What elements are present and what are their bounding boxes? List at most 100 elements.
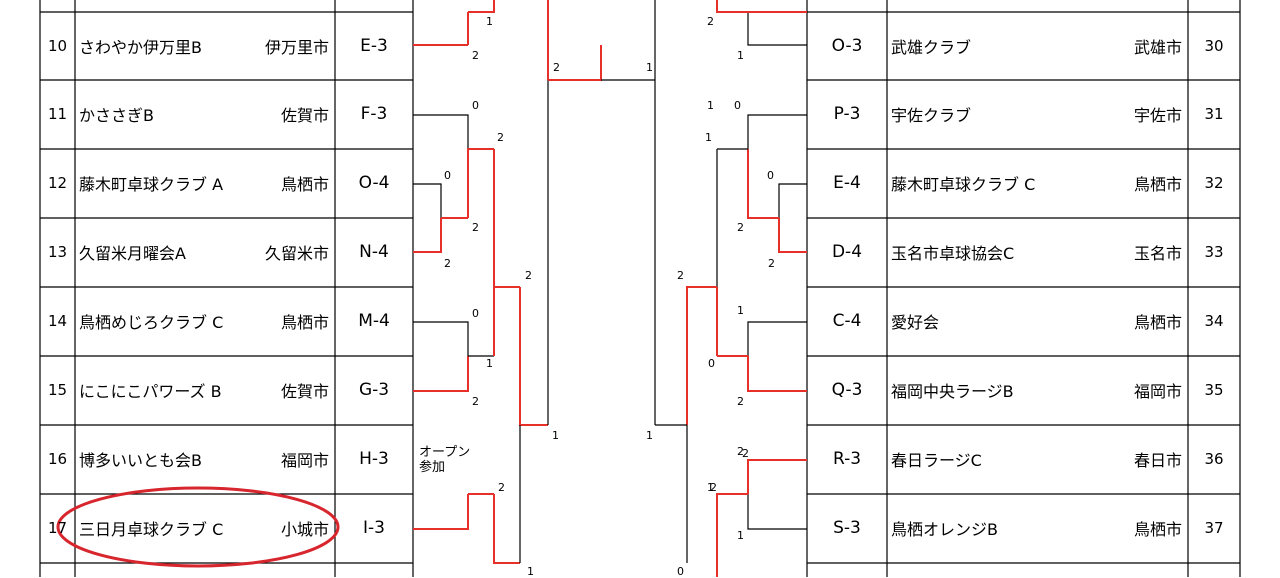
match-score: 0 (444, 169, 451, 182)
match-score: 1 (707, 481, 714, 494)
left-entry-no: 11 (47, 105, 68, 123)
right-entry-no: 33 (1204, 243, 1224, 261)
winner-path-9 (413, 356, 469, 392)
match-score: 2 (737, 395, 744, 408)
left-entry-no: 13 (47, 243, 68, 261)
right-entry-no: 30 (1204, 37, 1224, 55)
winner-path-27 (747, 149, 779, 219)
right-entry-city: 春日市 (1133, 451, 1182, 470)
match-score: 2 (444, 257, 451, 270)
right-entry-team: 宇佐クラブ (891, 106, 972, 125)
match-score: 2 (472, 395, 479, 408)
winner-path-6 (413, 218, 442, 253)
winner-path-7 (467, 148, 494, 218)
winner-path-2 (468, 0, 495, 13)
match-score: 0 (472, 99, 479, 112)
left-entry-no: 10 (47, 37, 68, 55)
left-entry-city: 佐賀市 (280, 106, 329, 125)
left-entry-team: さわやか伊万里B (79, 38, 202, 57)
left-entry-team: にこにこパワーズ B (79, 382, 222, 401)
winner-path-13 (493, 494, 520, 564)
winner-path-37 (686, 286, 717, 425)
left-entry-city: 小城市 (280, 520, 329, 539)
highlight-circle (56, 486, 340, 568)
right-entry-no: 37 (1204, 519, 1224, 537)
winner-path-14 (493, 149, 520, 288)
right-entry-code: S-3 (833, 518, 861, 538)
winner-path-12 (413, 494, 469, 530)
match-score: 2 (768, 257, 775, 270)
bracket-path-25 (778, 183, 807, 218)
right-entry-no: 32 (1204, 174, 1224, 192)
bracket-path-3 (413, 114, 469, 149)
match-score: 2 (525, 269, 532, 282)
match-score: 1 (486, 15, 493, 28)
left-entry-code: F-3 (360, 104, 388, 124)
right-entry-code: O-3 (831, 36, 863, 56)
right-entry-no: 31 (1204, 105, 1224, 123)
match-score: 1 (737, 529, 744, 542)
right-entry-team: 福岡中央ラージB (891, 382, 1014, 401)
right-entry-city: 鳥栖市 (1133, 175, 1182, 194)
left-entry-team: かささぎB (79, 106, 154, 125)
left-entry-team: 博多いいとも会B (79, 451, 202, 470)
right-entry-no: 36 (1204, 450, 1224, 468)
right-entry-city: 鳥栖市 (1133, 313, 1182, 332)
left-entry-city: 鳥栖市 (280, 313, 329, 332)
right-entry-team: 藤木町卓球クラブ C (891, 175, 1036, 194)
bracket-path-22 (747, 12, 807, 46)
match-score: 1 (646, 429, 653, 442)
right-entry-team: 春日ラージC (891, 451, 982, 470)
match-score: 2 (498, 481, 505, 494)
left-entry-code: E-3 (360, 36, 388, 56)
left-entry-city: 佐賀市 (280, 382, 329, 401)
match-score: 2 (677, 269, 684, 282)
left-entry-team: 久留米月曜会A (79, 244, 186, 263)
left-entry-code: I-3 (363, 518, 385, 538)
left-entry-code: G-3 (358, 380, 390, 400)
left-entry-team: 三日月卓球クラブ C (79, 520, 224, 539)
winner-path-41 (716, 0, 748, 13)
match-score: 2 (472, 221, 479, 234)
right-entry-team: 玉名市卓球協会C (891, 244, 1015, 263)
match-score: 0 (472, 307, 479, 320)
match-score: 1 (486, 357, 493, 370)
match-score: 2 (742, 447, 749, 460)
right-entry-no: 35 (1204, 381, 1224, 399)
winner-path-30 (747, 356, 807, 392)
match-score: 1 (737, 49, 744, 62)
right-entry-city: 宇佐市 (1133, 106, 1182, 125)
match-score: 2 (707, 15, 714, 28)
open-note-line: 参加 (419, 460, 446, 475)
open-participation-note: オープン参加 (419, 445, 470, 475)
right-entry-city: 鳥栖市 (1133, 520, 1182, 539)
match-score: 2 (553, 61, 560, 74)
match-score: 1 (646, 61, 653, 74)
right-entry-team: 鳥栖オレンジB (891, 520, 998, 539)
left-entry-city: 福岡市 (280, 451, 329, 470)
left-entry-no: 15 (47, 381, 68, 399)
match-score: 2 (737, 221, 744, 234)
match-score: 0 (708, 357, 715, 370)
left-entry-code: N-4 (359, 242, 389, 262)
match-score: 1 (552, 429, 559, 442)
right-entry-team: 武雄クラブ (891, 38, 972, 57)
left-entry-team: 藤木町卓球クラブ A (79, 175, 224, 194)
match-score: 1 (705, 131, 712, 144)
match-score: 1 (737, 304, 744, 317)
left-entry-no: 14 (47, 312, 68, 330)
open-note-line: オープン (419, 445, 471, 460)
right-entry-city: 福岡市 (1133, 382, 1182, 401)
left-entry-city: 伊万里市 (264, 38, 329, 57)
winner-path-26 (778, 218, 807, 253)
winner-path-34 (716, 493, 748, 563)
left-entry-team: 鳥栖めじろクラブ C (79, 313, 224, 332)
match-score: 2 (710, 481, 717, 494)
left-entry-no: 16 (47, 450, 68, 468)
left-entry-code: H-3 (359, 449, 389, 469)
right-entry-code: Q-3 (831, 380, 863, 400)
right-entry-code: P-3 (833, 104, 861, 124)
match-score: 2 (497, 131, 504, 144)
match-score: 0 (734, 99, 741, 112)
